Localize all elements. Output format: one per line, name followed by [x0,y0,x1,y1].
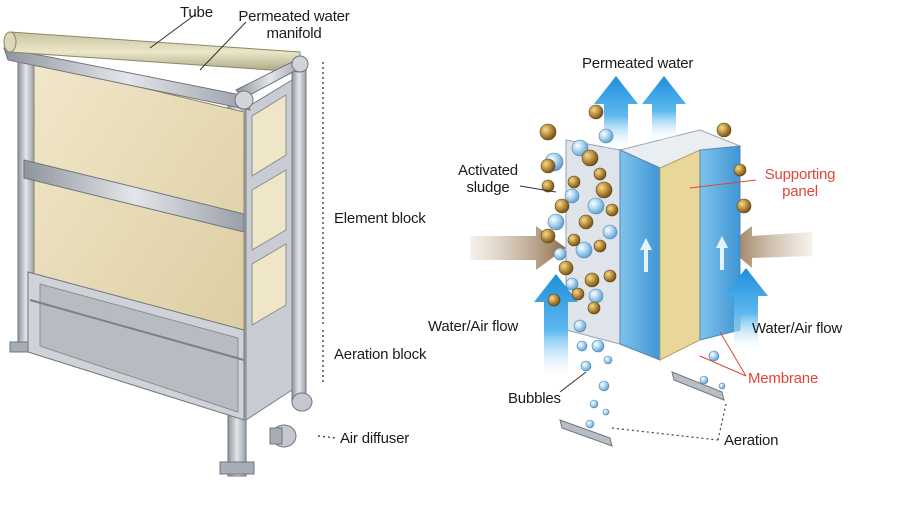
sludge-particle [558,260,574,276]
air-bubble [553,247,567,261]
sludge-particle [547,293,561,307]
air-bubble [564,188,580,204]
sludge-particle [716,122,732,138]
sludge-particle [595,181,613,199]
air-bubble [602,408,610,416]
sludge-particle [603,269,617,283]
aeration-pipe-left [559,419,613,447]
sludge-particle [539,123,557,141]
air-bubble [547,213,565,231]
foot-front [219,461,255,475]
air-bubble [589,399,599,409]
air-bubble [598,380,610,392]
label-supporting-line1: Supporting [764,166,836,183]
label-manifold-line1: Permeated water [238,8,350,25]
membrane-cross-section [470,76,812,447]
label-aeration-block: Aeration block [334,346,427,363]
air-bubble [571,139,589,157]
water-inflow-arrow-right [726,226,812,268]
sludge-particle [540,228,556,244]
label-activated-sludge: Activated sludge [448,162,528,196]
air-bubble [575,241,593,259]
label-membrane: Membrane [748,370,819,387]
mbr-module-illustration [3,13,337,477]
frame-leg-back-right [291,61,307,403]
sludge-particle [567,233,581,247]
sludge-particle [593,167,607,181]
sludge-particle [736,198,752,214]
frame-top-rail [3,47,251,111]
label-permeated-water-manifold: Permeated water manifold [236,8,352,42]
sludge-particle [587,301,601,315]
label-water-air-flow-right: Water/Air flow [752,320,842,337]
label-permeated-water: Permeated water [582,55,694,72]
label-supporting-panel: Supporting panel [754,166,846,200]
sludge-particle [541,179,555,193]
air-bubble [718,382,726,390]
label-tube: Tube [180,4,213,21]
sludge-particle [733,163,747,177]
aeration-pipe-right [671,371,725,401]
sludge-particle [578,214,594,230]
air-diffuser [291,392,313,412]
sludge-particle [581,149,599,167]
air-bubble [576,340,588,352]
air-bubble [708,350,720,362]
sludge-particle [567,175,581,189]
label-aeration: Aeration [724,432,779,449]
sludge-particle [593,239,607,253]
sludge-particle [584,272,600,288]
air-bubble [591,339,605,353]
sludge-particle [605,203,619,217]
air-bubble [603,355,613,365]
label-air-diffuser: Air diffuser [340,430,410,447]
air-bubble [602,224,618,240]
bubbles-and-sludge [539,104,752,429]
membrane-face-left [619,149,661,361]
label-activated-line2: sludge [466,179,510,196]
sludge-particle [540,158,556,174]
sludge-particle [554,198,570,214]
air-bubble [573,319,587,333]
air-bubble [587,197,605,215]
label-water-air-flow-left: Water/Air flow [428,318,518,335]
air-bubble [585,419,595,429]
air-bubble [588,288,604,304]
supporting-panel [659,149,701,361]
label-element-block: Element block [334,210,426,227]
label-manifold-line2: manifold [266,25,322,42]
label-activated-line1: Activated [458,162,518,179]
air-bubble [565,277,579,291]
air-bubble [580,360,592,372]
label-supporting-line2: panel [782,183,818,200]
water-air-flow-arrow-left [534,274,578,376]
label-bubbles: Bubbles [508,390,561,407]
sludge-particle [571,287,585,301]
sludge-particle [588,104,604,120]
air-bubble [598,128,614,144]
frame-band-middle [23,159,245,233]
air-bubble [699,375,709,385]
water-air-flow-arrow-right [724,268,768,350]
